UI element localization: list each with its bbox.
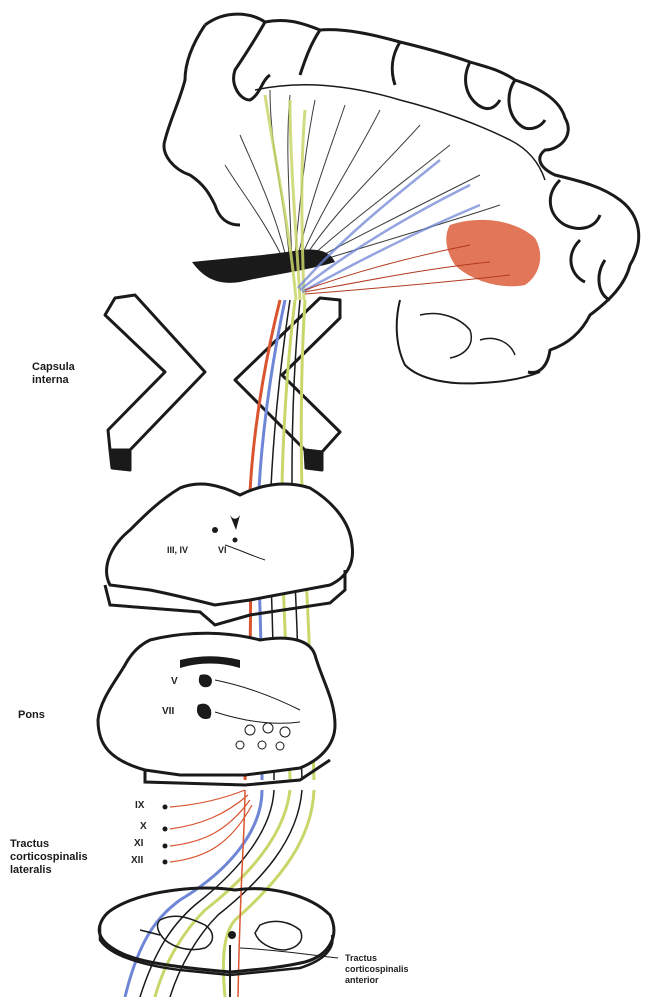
nucleus-iii-iv-label: III, IV xyxy=(167,545,188,555)
nucleus-vii-label: VII xyxy=(162,706,174,717)
cranial-nerve-pointers xyxy=(163,805,168,865)
tractus-lateralis-label: Tractus corticospinalis lateralis xyxy=(10,838,88,877)
pons-label: Pons xyxy=(18,709,45,722)
nerve-x-label: X xyxy=(140,821,147,832)
pons-section xyxy=(98,633,335,785)
nerve-ix-label: IX xyxy=(135,800,144,811)
capsula-interna-label: Capsula interna xyxy=(32,361,75,387)
nerve-xi-label: XI xyxy=(134,838,143,849)
midbrain-section xyxy=(105,484,353,625)
nucleus-v-label: V xyxy=(171,676,178,687)
nerve-xii-label: XII xyxy=(131,855,143,866)
red-cortical-area xyxy=(446,220,540,286)
spinal-cord-section xyxy=(99,888,334,997)
tractus-anterior-label: Tractus corticospinalis anterior xyxy=(345,953,409,986)
nucleus-vi-label: VI xyxy=(218,545,227,555)
cerebral-cortex xyxy=(164,14,639,383)
